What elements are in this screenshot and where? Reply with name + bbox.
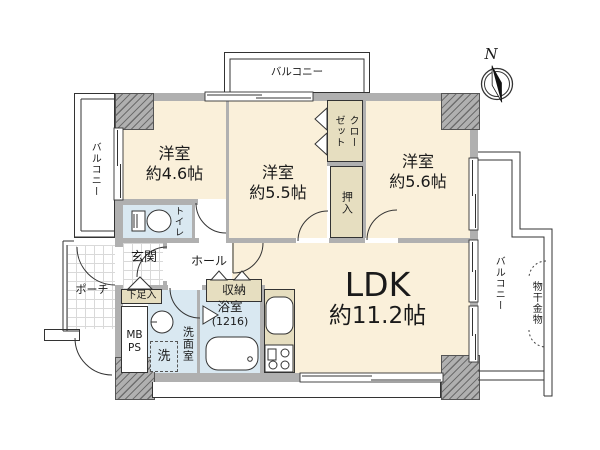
- kitchen-sink-icon: [265, 296, 294, 335]
- washroom-label: 洗面室: [181, 326, 195, 362]
- balcony-right-label: バルコニー: [493, 255, 505, 311]
- balcony-left-label: バルコニー: [89, 141, 101, 197]
- bedroom2-label: 洋室約5.5帖: [249, 163, 307, 202]
- wall-corner: [115, 93, 154, 130]
- entry-step: [44, 329, 80, 341]
- area-porch: [67, 245, 115, 329]
- bedroom1-label: 洋室約4.6帖: [145, 144, 204, 183]
- mbps-box: [121, 306, 148, 373]
- washbasin-icon: [150, 310, 174, 334]
- wall-corner: [441, 355, 480, 400]
- lower-outline: [152, 382, 441, 398]
- oshiire-box: [330, 166, 363, 238]
- balcony-top-label: バルコニー: [270, 66, 324, 79]
- storage-label: 収納: [221, 283, 246, 297]
- porch-label: ポーチ: [75, 283, 109, 297]
- mbps-label: MB PS: [126, 329, 143, 354]
- bathtub-icon: [205, 336, 259, 371]
- genkan-label: 玄関: [130, 249, 157, 265]
- hall-label: ホール: [190, 253, 227, 268]
- oshiire-label: 押入: [340, 190, 354, 215]
- room-bedroom2: [229, 100, 327, 238]
- compass-north-label: N: [484, 44, 498, 63]
- washer-label: 洗: [157, 348, 171, 364]
- toilet-label: トイレ: [172, 206, 184, 238]
- closet-label: クロー ゼット: [333, 115, 358, 148]
- ldk-label: LDK 約11.2帖: [328, 264, 427, 329]
- wall-corner: [441, 93, 480, 130]
- bath-label: 浴室 (1216): [211, 299, 249, 328]
- laundry-hardware-label: 物干金物: [530, 281, 542, 325]
- washer-space: [150, 341, 178, 372]
- area-genkan: [123, 243, 163, 289]
- shoe-box-label: 下足入: [126, 290, 157, 302]
- bedroom3-label: 洋室約5.6帖: [389, 152, 447, 191]
- toilet-icon: [131, 209, 172, 233]
- stove-icon: [264, 344, 294, 373]
- compass-icon: [480, 65, 514, 103]
